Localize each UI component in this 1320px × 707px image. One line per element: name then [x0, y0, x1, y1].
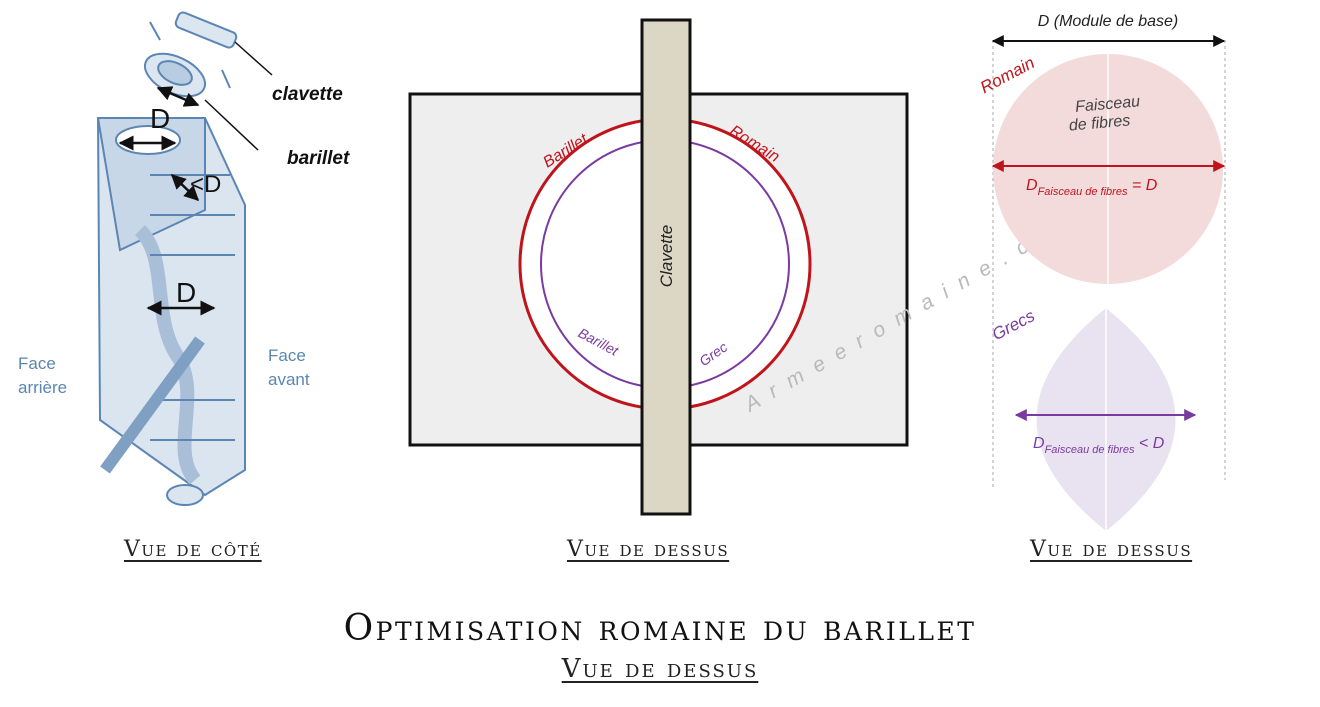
label-clavette: clavette	[272, 84, 343, 105]
faisceau-line-1: Faisceau	[1075, 93, 1141, 116]
face-avant-line-1: Face	[268, 346, 306, 365]
dim-label-less: <D	[190, 171, 221, 198]
module-label: D (Module de base)	[1038, 13, 1179, 30]
caption-right: Vue de dessus	[1030, 537, 1193, 562]
clavette-bar	[640, 18, 692, 516]
face-arriere-label: Face arrière	[18, 352, 67, 400]
throwing-arm	[100, 336, 205, 474]
pin-top-left	[149, 21, 161, 41]
bottom-ring	[166, 484, 204, 506]
label-grecs-right: Grecs	[989, 306, 1038, 344]
page-title: Optimisation romaine du barillet	[343, 608, 977, 649]
barillet-ring-inner	[157, 60, 193, 86]
top-hole	[115, 125, 181, 155]
pin-right	[221, 69, 231, 89]
roman-formula: DFaisceau de fibres = D	[1026, 177, 1158, 198]
caption-left: Vue de côté	[124, 537, 262, 562]
caption-middle: Vue de dessus	[567, 537, 730, 562]
face-avant-label: Face avant	[268, 344, 310, 392]
leader-barillet	[204, 99, 259, 151]
torsion-engine-illustration	[96, 11, 246, 506]
greek-formula: DFaisceau de fibres < D	[1033, 435, 1165, 456]
dim-label-top: D	[150, 103, 170, 134]
leader-clavette	[234, 41, 273, 76]
face-arriere-line-1: Face	[18, 354, 56, 373]
dim-arrow-less	[170, 173, 200, 202]
faisceau-line-2: de fibres	[1068, 112, 1131, 134]
face-avant-line-2: avant	[268, 370, 310, 389]
face-arriere-line-2: arrière	[18, 378, 68, 397]
dim-arrow-barillet	[156, 86, 200, 107]
frame-top-face	[96, 117, 206, 252]
clavette-label: Clavette	[657, 225, 676, 287]
page-subtitle: Vue de dessus	[561, 654, 759, 684]
clavette-piece	[174, 11, 238, 49]
dim-label-middle: D	[176, 277, 196, 308]
label-barillet: barillet	[287, 148, 350, 169]
